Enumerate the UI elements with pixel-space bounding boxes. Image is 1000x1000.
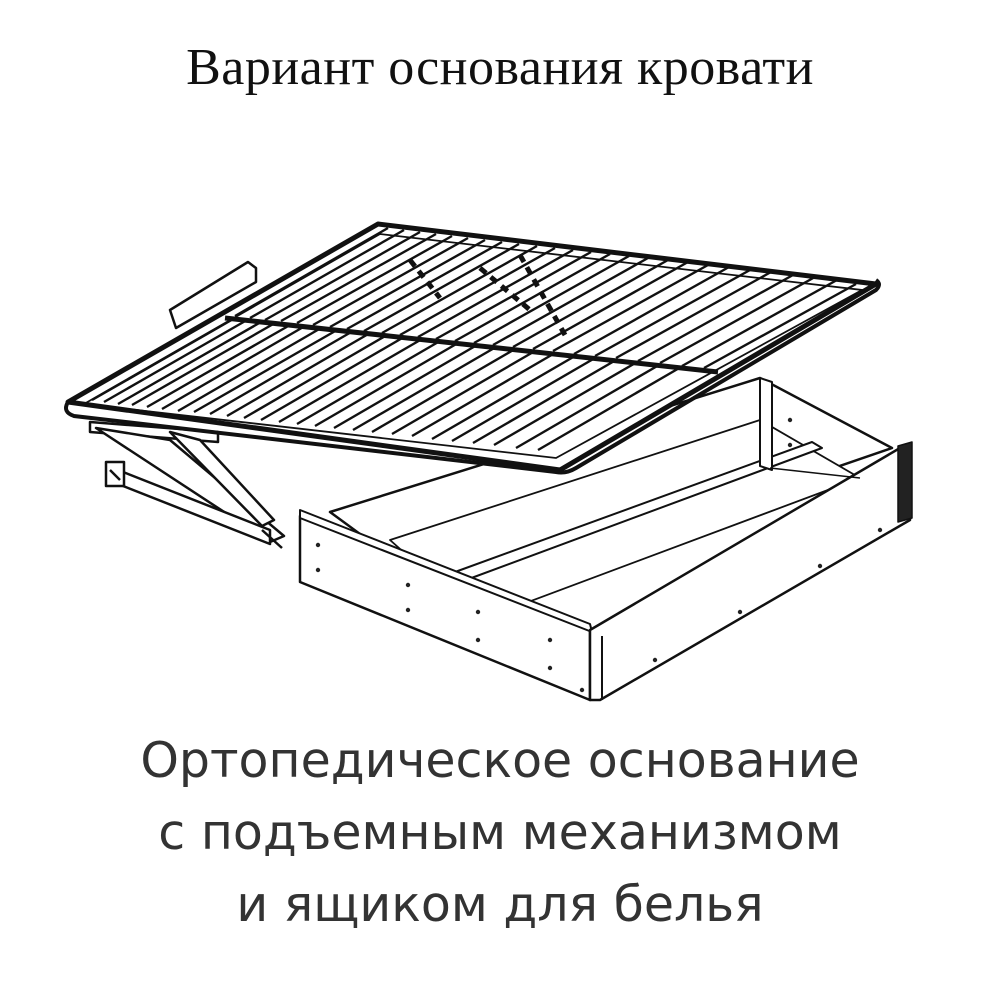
caption-line-2: с подъемным механизмом bbox=[158, 804, 842, 861]
box-right-wall bbox=[759, 377, 773, 471]
frame-cross-braces bbox=[408, 253, 568, 337]
caption-line-1: Ортопедическое основание bbox=[140, 732, 860, 789]
caption-line-3: и ящиком для белья bbox=[236, 876, 764, 933]
diagram-caption: Ортопедическое основание с подъемным мех… bbox=[0, 725, 1000, 941]
frame-slats-left bbox=[91, 316, 682, 452]
lift-mechanism bbox=[88, 420, 286, 549]
storage-box bbox=[298, 376, 913, 702]
mechanism-arm-1 bbox=[94, 426, 286, 544]
box-end-edge bbox=[897, 441, 913, 523]
mechanism-arm-2 bbox=[168, 430, 276, 528]
frame-side-rail bbox=[168, 260, 258, 330]
box-screws bbox=[315, 417, 883, 693]
slatted-frame bbox=[64, 221, 881, 475]
diagram-title: Вариант основания кровати bbox=[186, 39, 814, 96]
